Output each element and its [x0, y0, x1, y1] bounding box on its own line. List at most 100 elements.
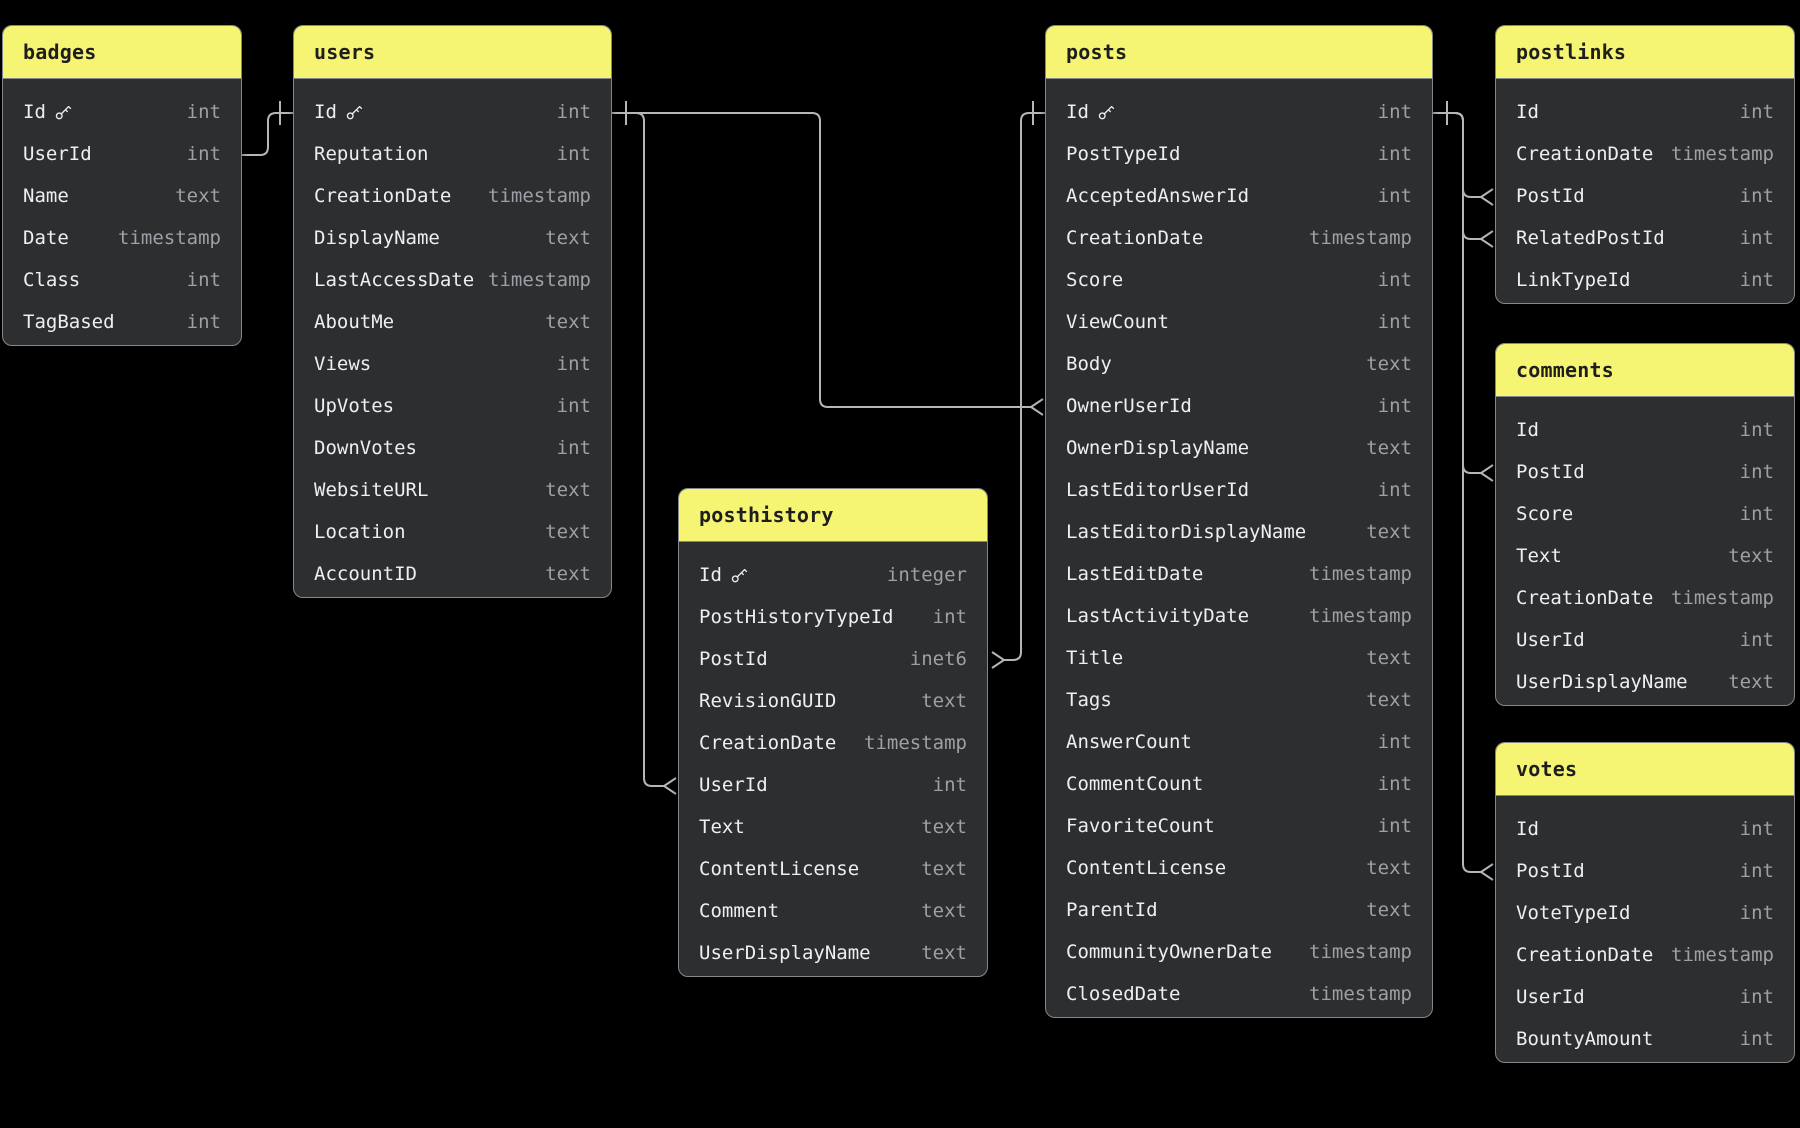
table-posts[interactable]: posts Id int PostTypeId int AcceptedAnsw… [1045, 25, 1433, 1018]
field-row[interactable]: AccountID text [294, 553, 611, 595]
field-row[interactable]: LastEditorUserId int [1046, 469, 1432, 511]
field-row[interactable]: Id integer [679, 554, 987, 596]
primary-key-icon [731, 568, 748, 582]
field-row[interactable]: ContentLicense text [1046, 847, 1432, 889]
field-row[interactable]: UserId int [1496, 619, 1794, 661]
field-row[interactable]: Id int [1496, 91, 1794, 133]
table-header[interactable]: badges [3, 26, 241, 79]
table-posthistory[interactable]: posthistory Id integer PostHistoryTypeId… [678, 488, 988, 977]
field-row[interactable]: Score int [1496, 493, 1794, 535]
relation-posts-id-postlinks-relatedpostid[interactable] [1433, 112, 1481, 240]
field-row[interactable]: RevisionGUID text [679, 680, 987, 722]
field-row[interactable]: Class int [3, 259, 241, 301]
field-type: int [1739, 419, 1774, 441]
field-row[interactable]: CreationDate timestamp [294, 175, 611, 217]
table-votes[interactable]: votes Id int PostId int VoteTypeId int C… [1495, 742, 1795, 1063]
field-row[interactable]: BountyAmount int [1496, 1018, 1794, 1060]
field-row[interactable]: Id int [1496, 808, 1794, 850]
field-row[interactable]: CreationDate timestamp [1496, 133, 1794, 175]
field-row[interactable]: Id int [1496, 409, 1794, 451]
field-row[interactable]: Body text [1046, 343, 1432, 385]
field-row[interactable]: PostHistoryTypeId int [679, 596, 987, 638]
field-row[interactable]: CreationDate timestamp [679, 722, 987, 764]
field-row[interactable]: ParentId text [1046, 889, 1432, 931]
field-row[interactable]: LastEditDate timestamp [1046, 553, 1432, 595]
relation-posts-id-postlinks-postid[interactable] [1433, 112, 1481, 198]
field-name: UserId [23, 143, 92, 165]
field-row[interactable]: PostId inet6 [679, 638, 987, 680]
field-row[interactable]: AcceptedAnswerId int [1046, 175, 1432, 217]
field-row[interactable]: Reputation int [294, 133, 611, 175]
field-row[interactable]: PostTypeId int [1046, 133, 1432, 175]
field-row[interactable]: CreationDate timestamp [1496, 577, 1794, 619]
field-type: int [932, 774, 967, 796]
field-row[interactable]: UserId int [1496, 976, 1794, 1018]
field-row[interactable]: Score int [1046, 259, 1432, 301]
table-header[interactable]: votes [1496, 743, 1794, 796]
field-row[interactable]: AboutMe text [294, 301, 611, 343]
table-header[interactable]: users [294, 26, 611, 79]
table-comments[interactable]: comments Id int PostId int Score int Tex… [1495, 343, 1795, 706]
field-row[interactable]: LastAccessDate timestamp [294, 259, 611, 301]
relation-users-id-posthistory-userid[interactable] [612, 112, 664, 787]
table-postlinks[interactable]: postlinks Id int CreationDate timestamp … [1495, 25, 1795, 304]
field-row[interactable]: Id int [1046, 91, 1432, 133]
field-row[interactable]: CommentCount int [1046, 763, 1432, 805]
field-row[interactable]: Date timestamp [3, 217, 241, 259]
table-badges[interactable]: badges Id int UserId int Name text Date … [2, 25, 242, 346]
field-type: text [1366, 899, 1412, 921]
field-row[interactable]: Name text [3, 175, 241, 217]
field-row[interactable]: Id int [294, 91, 611, 133]
table-header[interactable]: postlinks [1496, 26, 1794, 79]
relation-posts-id-votes-postid[interactable] [1433, 112, 1481, 873]
relation-users-id-posts-owneruserid[interactable] [612, 112, 1031, 408]
field-row[interactable]: Title text [1046, 637, 1432, 679]
field-row[interactable]: PostId int [1496, 451, 1794, 493]
relation-posts-id-posthistory-postid[interactable] [1004, 112, 1045, 661]
field-row[interactable]: OwnerDisplayName text [1046, 427, 1432, 469]
table-header[interactable]: posthistory [679, 489, 987, 542]
field-row[interactable]: VoteTypeId int [1496, 892, 1794, 934]
relation-posts-id-comments-postid[interactable] [1433, 112, 1481, 474]
field-row[interactable]: DownVotes int [294, 427, 611, 469]
field-row[interactable]: UserDisplayName text [1496, 661, 1794, 703]
field-row[interactable]: Views int [294, 343, 611, 385]
field-row[interactable]: FavoriteCount int [1046, 805, 1432, 847]
field-type: text [921, 900, 967, 922]
field-row[interactable]: UserId int [679, 764, 987, 806]
field-row[interactable]: ClosedDate timestamp [1046, 973, 1432, 1015]
field-row[interactable]: TagBased int [3, 301, 241, 343]
field-row[interactable]: LastEditorDisplayName text [1046, 511, 1432, 553]
field-row[interactable]: WebsiteURL text [294, 469, 611, 511]
field-row[interactable]: UpVotes int [294, 385, 611, 427]
field-name: LastAccessDate [314, 269, 475, 291]
field-row[interactable]: PostId int [1496, 175, 1794, 217]
field-row[interactable]: CreationDate timestamp [1496, 934, 1794, 976]
table-header[interactable]: posts [1046, 26, 1432, 79]
field-row[interactable]: Location text [294, 511, 611, 553]
field-row[interactable]: Comment text [679, 890, 987, 932]
field-row[interactable]: ContentLicense text [679, 848, 987, 890]
field-type: int [556, 143, 591, 165]
field-row[interactable]: Tags text [1046, 679, 1432, 721]
table-users[interactable]: users Id int Reputation int CreationDate… [293, 25, 612, 598]
field-row[interactable]: Text text [679, 806, 987, 848]
field-row[interactable]: Text text [1496, 535, 1794, 577]
field-row[interactable]: AnswerCount int [1046, 721, 1432, 763]
table-header[interactable]: comments [1496, 344, 1794, 397]
field-row[interactable]: UserId int [3, 133, 241, 175]
field-row[interactable]: Id int [3, 91, 241, 133]
field-row[interactable]: CreationDate timestamp [1046, 217, 1432, 259]
relation-badges-userid-users-id[interactable] [242, 112, 293, 156]
field-row[interactable]: UserDisplayName text [679, 932, 987, 974]
field-row[interactable]: ViewCount int [1046, 301, 1432, 343]
field-row[interactable]: PostId int [1496, 850, 1794, 892]
field-row[interactable]: LastActivityDate timestamp [1046, 595, 1432, 637]
field-row[interactable]: RelatedPostId int [1496, 217, 1794, 259]
field-row[interactable]: DisplayName text [294, 217, 611, 259]
field-row[interactable]: OwnerUserId int [1046, 385, 1432, 427]
field-type: int [1377, 731, 1412, 753]
field-row[interactable]: LinkTypeId int [1496, 259, 1794, 301]
field-row[interactable]: CommunityOwnerDate timestamp [1046, 931, 1432, 973]
